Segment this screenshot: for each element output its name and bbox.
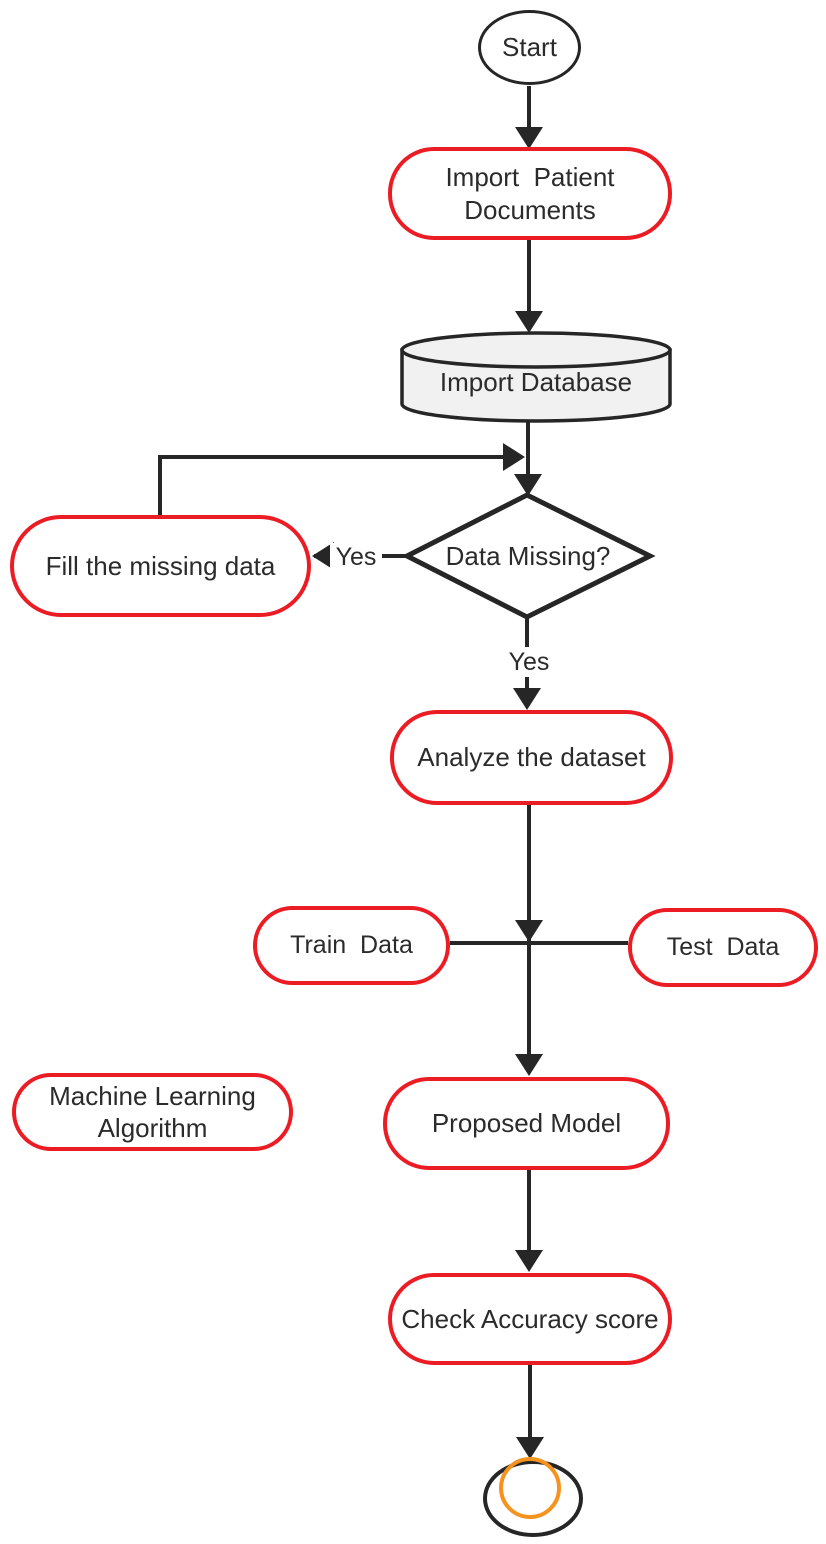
node-analyze-dataset: Analyze the dataset (390, 710, 673, 805)
arrowhead-into-accuracy (515, 1250, 543, 1272)
arrowhead-into-decision (514, 474, 542, 496)
node-ml-algorithm: Machine Learning Algorithm (12, 1073, 293, 1151)
database-cylinder-body (400, 348, 672, 423)
decision-diamond-shape (401, 492, 656, 620)
node-analyze-dataset-label: Analyze the dataset (417, 742, 646, 773)
arrowhead-into-proposed (515, 1054, 543, 1076)
node-start-label: Start (502, 32, 557, 63)
node-test-data: Test Data (628, 908, 818, 987)
node-import-patient-documents-label: Import Patient Documents (445, 162, 615, 225)
node-fill-missing-data: Fill the missing data (10, 515, 311, 617)
node-ml-algorithm-label: Machine Learning Algorithm (49, 1080, 256, 1144)
arrowhead-into-fill-missing (312, 542, 334, 570)
node-check-accuracy: Check Accuracy score (388, 1273, 672, 1365)
arrowhead-into-import (515, 127, 543, 149)
node-test-data-label: Test Data (666, 932, 780, 961)
arrowhead-into-database (515, 311, 543, 333)
edge-label-yes-down: Yes (503, 647, 555, 677)
arrowhead-into-analyze (513, 688, 541, 710)
node-import-database-label: Import Database (439, 366, 633, 397)
node-proposed-model: Proposed Model (383, 1077, 670, 1170)
node-data-missing-label: Data Missing? (445, 540, 611, 571)
arrowhead-into-end (516, 1437, 544, 1459)
arrowhead-feedback-join (503, 443, 525, 471)
arrowhead-at-split (515, 920, 543, 942)
node-proposed-model-label: Proposed Model (431, 1108, 622, 1139)
node-import-patient-documents: Import Patient Documents (388, 147, 672, 240)
node-end-inner-circle (499, 1457, 561, 1519)
database-cylinder-top (400, 331, 672, 369)
node-start: Start (478, 10, 581, 85)
node-train-data-label: Train Data (290, 930, 413, 959)
node-fill-missing-data-label: Fill the missing data (45, 550, 276, 581)
node-check-accuracy-label: Check Accuracy score (401, 1303, 659, 1334)
node-train-data: Train Data (253, 906, 450, 985)
edge-label-yes-left: Yes (330, 543, 382, 571)
